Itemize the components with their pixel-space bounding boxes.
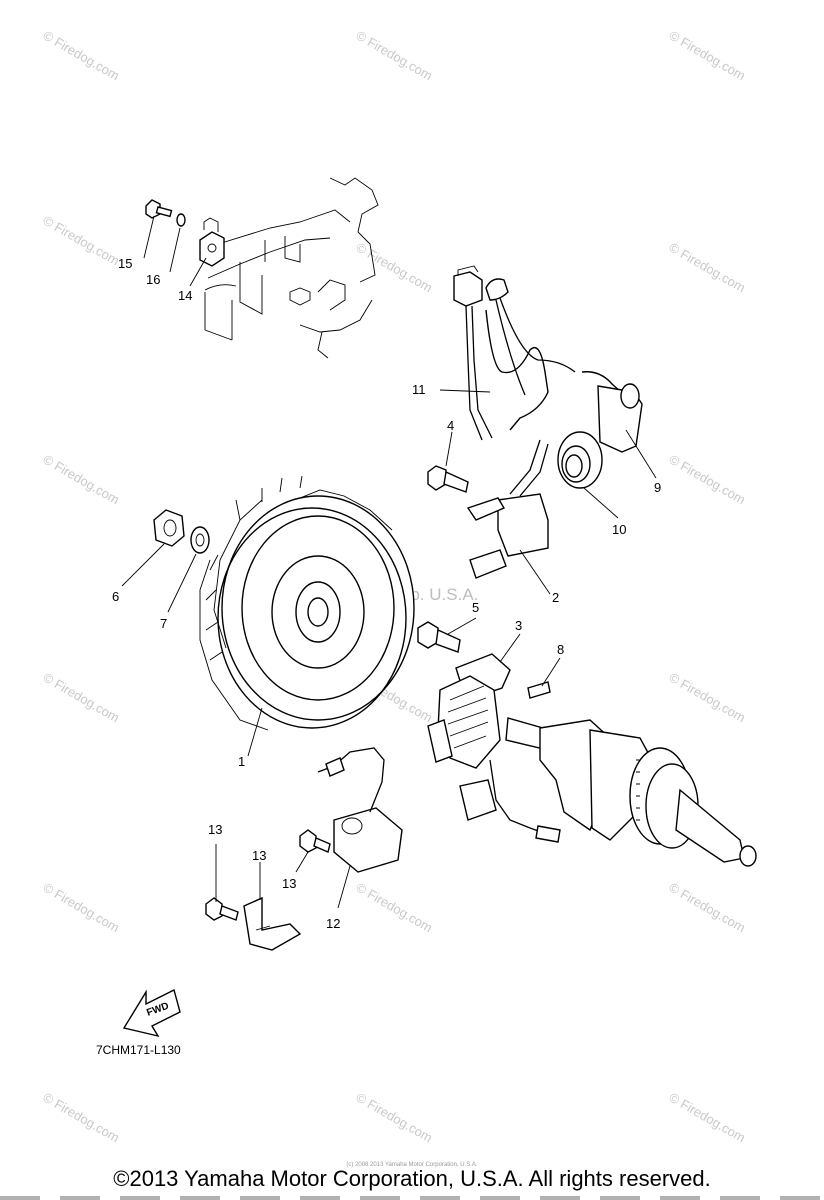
footer-small-print: (c) 2008 2013 Yamaha Motor Corporation, …: [346, 1162, 478, 1168]
callout-12: 12: [326, 916, 340, 931]
watermark: © Firedog.com: [41, 452, 123, 508]
watermark: © Firedog.com: [41, 1090, 123, 1146]
callout-labels: 15 16 14 11 4 9 10 6 7 2 5 3 8 1 13 13 1…: [112, 256, 661, 931]
callout-17: 16: [146, 272, 160, 287]
watermark: © Firedog.com: [667, 452, 749, 508]
part-17-washer: [176, 213, 186, 227]
watermark: © Firedog.com: [41, 213, 123, 269]
callout-7: 7: [160, 616, 167, 631]
watermark: © Firedog.com: [667, 1090, 749, 1146]
part-6-nut: [153, 509, 185, 547]
bottom-rule: [0, 1196, 824, 1200]
part-1-flywheel: [199, 475, 415, 731]
callout-6: 6: [112, 589, 119, 604]
part-13-bolt: [205, 897, 239, 921]
callout-10: 10: [612, 522, 626, 537]
part-14-bracket: [243, 896, 302, 951]
callout-15: 14: [178, 288, 192, 303]
watermark: © Firedog.com: [667, 28, 749, 84]
callout-14: 13: [252, 848, 266, 863]
watermark: © Firedog.com: [41, 670, 123, 726]
part-2-ignition-coil: [466, 439, 549, 579]
fwd-arrow-icon: FWD: [122, 988, 181, 1038]
callout-8: 8: [557, 642, 564, 657]
part-8-woodruff-key: [527, 681, 551, 699]
callout-5: 5: [472, 600, 479, 615]
part-code: 7CHM171-L130: [96, 1043, 181, 1057]
watermark: © Firedog.com: [354, 28, 436, 84]
callout-9: 9: [654, 480, 661, 495]
callout-13: 13: [282, 876, 296, 891]
part-4-bolt: [427, 465, 469, 493]
crankshaft: [505, 717, 757, 867]
part-10-grommet: [557, 431, 603, 489]
callout-1: 1: [238, 754, 245, 769]
watermark: © Firedog.com: [667, 670, 749, 726]
callout-13: 13: [208, 822, 222, 837]
watermark: © Firedog.com: [41, 28, 123, 84]
watermark: © Firedog.com: [354, 240, 436, 296]
copyright-footer: ©2013 Yamaha Motor Corporation, U.S.A. A…: [113, 1166, 711, 1191]
engine-housing-sketch: [204, 177, 379, 359]
callout-2: 2: [552, 590, 559, 605]
part-9-plug-cap: [581, 371, 643, 453]
part-11-ignition-lead: [453, 265, 576, 441]
part-5-bolt: [417, 621, 461, 653]
leader-lines: [121, 215, 657, 909]
part-12-pulser-coil: [317, 747, 403, 873]
part-16-bolt: [145, 199, 173, 219]
watermark: © Firedog.com: [667, 240, 749, 296]
watermark: © Firedog.com: [41, 880, 123, 936]
part-3-stator: [427, 653, 561, 843]
watermark: © Firedog.com: [354, 1090, 436, 1146]
callout-16: 15: [118, 256, 132, 271]
callout-3: 3: [515, 618, 522, 633]
part-13-bolt: [299, 829, 331, 853]
callout-4: 4: [447, 418, 454, 433]
watermark: © Firedog.com: [354, 880, 436, 936]
part-15-clamp: [199, 217, 225, 267]
part-7-washer: [190, 526, 210, 554]
watermark: © Firedog.com: [667, 880, 749, 936]
callout-11: 11: [412, 382, 426, 397]
